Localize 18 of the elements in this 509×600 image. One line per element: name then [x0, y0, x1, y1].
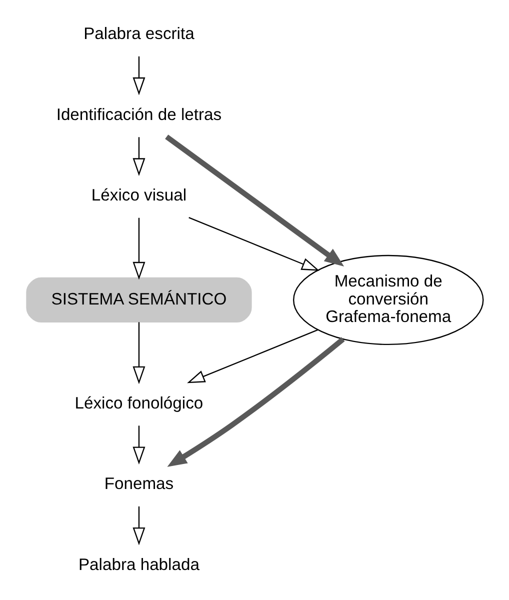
- node-text: Léxico fonológico: [74, 393, 203, 412]
- node-text: Palabra escrita: [83, 24, 194, 44]
- node-text: Palabra hablada: [78, 554, 199, 574]
- arrow: [132, 506, 145, 546]
- arrow: [188, 217, 319, 271]
- arrow: [186, 329, 318, 384]
- node-text: Fonemas: [104, 474, 174, 494]
- node-text: Identificación de letras: [56, 104, 222, 124]
- arrow: [132, 137, 145, 176]
- arrow: [166, 337, 344, 467]
- arrow: [132, 218, 145, 280]
- node-ellipse: Mecanismo de conversión Grafema-fonema: [292, 254, 484, 346]
- node-box: SISTEMA SEMÁNTICO: [26, 277, 252, 323]
- arrow: [164, 134, 344, 266]
- arrow: [132, 426, 145, 465]
- arrow: [132, 322, 145, 384]
- node-text: Léxico visual: [90, 186, 186, 205]
- arrow: [132, 56, 145, 96]
